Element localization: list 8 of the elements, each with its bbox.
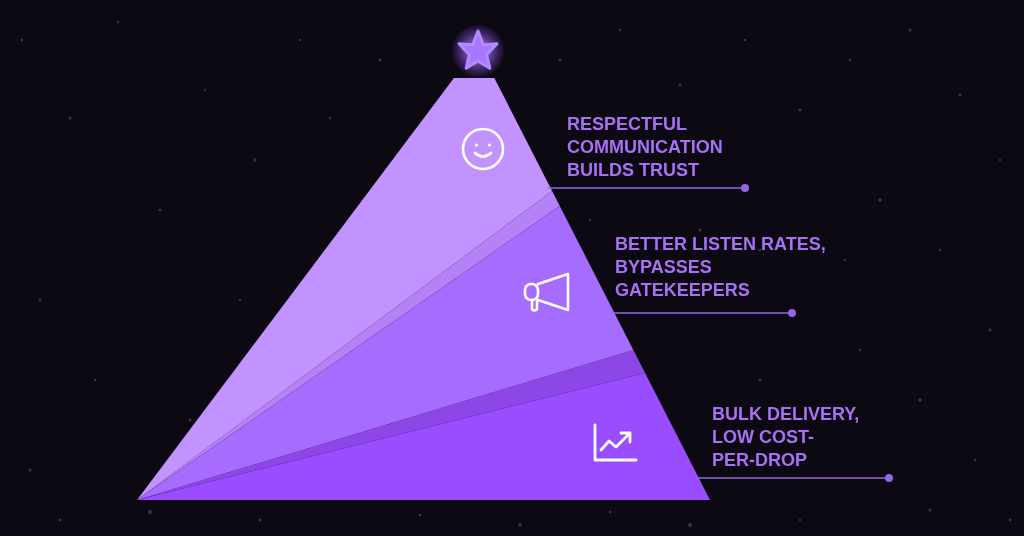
leader-line bbox=[695, 474, 893, 482]
pyramid-section bbox=[137, 78, 553, 500]
leader-line bbox=[546, 184, 749, 192]
leader-line bbox=[610, 309, 796, 317]
callout-text: RESPECTFUL COMMUNICATION BUILDS TRUST bbox=[567, 113, 745, 188]
pyramid-section bbox=[137, 373, 710, 500]
callout-text: BULK DELIVERY, LOW COST-PER-DROP bbox=[712, 403, 889, 478]
callout-text: BETTER LISTEN RATES, BYPASSES GATEKEEPERS bbox=[615, 233, 837, 313]
